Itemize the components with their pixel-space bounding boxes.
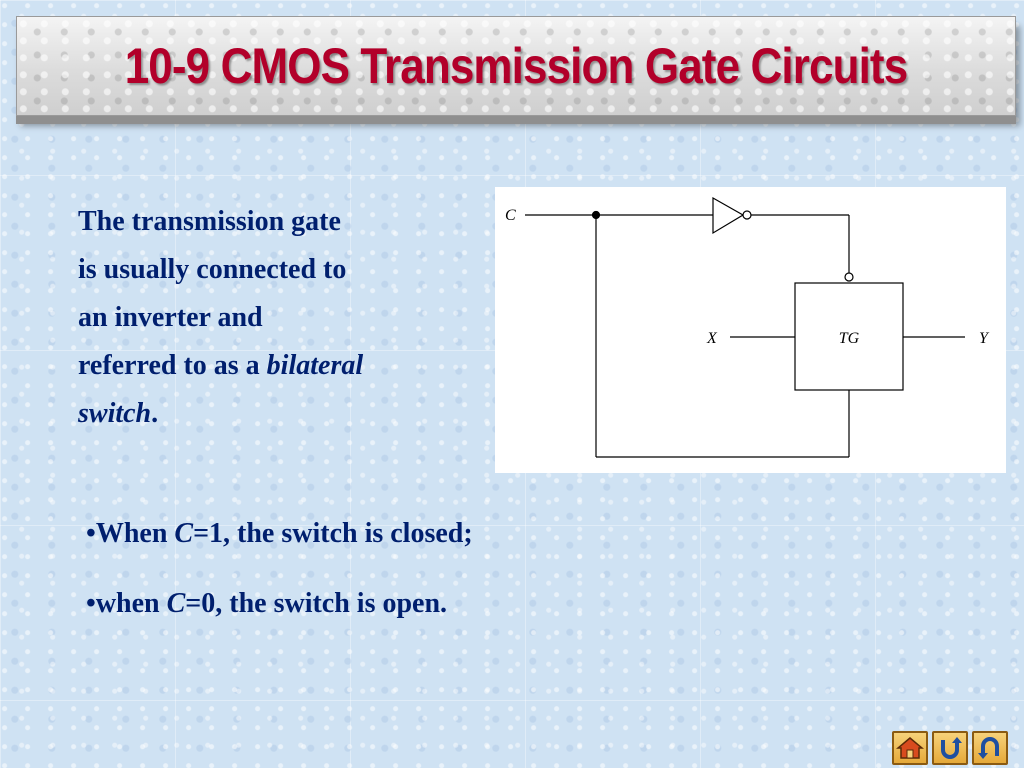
return-icon [941, 737, 962, 759]
bullet-var: C [166, 588, 186, 619]
bullet-pre: When [95, 518, 175, 549]
bullet-mark: • [86, 588, 96, 619]
bullet-list: •When C=1, the switch is closed; •when C… [86, 510, 786, 650]
bullet-item-closed: •When C=1, the switch is closed; [86, 510, 786, 580]
tg-control-bubble [844, 272, 854, 282]
bullet-post: =0, the switch is open. [185, 588, 448, 619]
label-tg: TG [839, 330, 860, 347]
description-line-4: referred to as a [78, 350, 267, 381]
inverter-bubble [742, 210, 752, 220]
page-title: 10-9 CMOS Transmission Gate Circuits [124, 38, 908, 94]
bullet-mark: • [86, 518, 96, 549]
description-line-1: The transmission gate [78, 206, 341, 237]
bilateral-switch-diagram: C X TG Y [495, 187, 1006, 473]
label-y: Y [979, 330, 990, 347]
undo-icon [978, 737, 999, 759]
title-banner: 10-9 CMOS Transmission Gate Circuits [16, 16, 1016, 116]
label-x: X [706, 330, 718, 347]
home-icon [896, 737, 924, 759]
emphasis-switch: switch [78, 398, 152, 429]
bullet-var: C [174, 518, 194, 549]
inverter-triangle [712, 196, 745, 235]
home-button[interactable] [892, 731, 928, 765]
bullet-item-open: •when C=0, the switch is open. [86, 580, 786, 650]
slide-navigation [892, 731, 1008, 767]
description-line-2: is usually connected to [78, 254, 347, 285]
bullet-post: =1, the switch is closed; [193, 518, 473, 549]
description-line-3: an inverter and [78, 302, 263, 333]
bullet-pre: when [95, 588, 167, 619]
circuit-svg: C X TG Y [505, 196, 990, 458]
return-button[interactable] [932, 731, 968, 765]
back-button[interactable] [972, 731, 1008, 765]
description-period: . [151, 398, 159, 429]
emphasis-bilateral: bilateral [266, 350, 364, 381]
label-c: C [505, 207, 516, 224]
description-paragraph: The transmission gate is usually connecte… [78, 198, 498, 438]
